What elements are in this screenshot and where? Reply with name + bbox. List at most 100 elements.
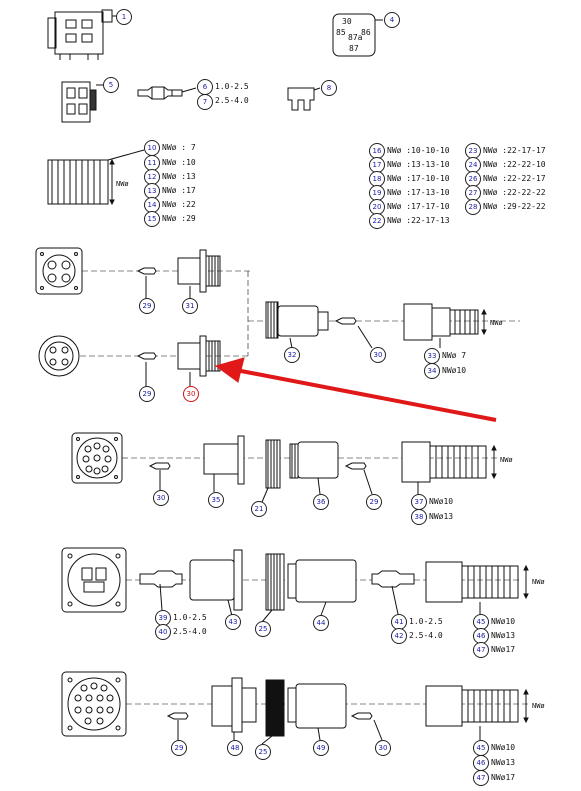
pin-87a: 87a — [348, 33, 363, 42]
callout-47: 47 — [473, 642, 489, 658]
nw-triple-28: NWø :29-22-22 — [483, 202, 546, 211]
callout-25: 25 — [255, 621, 271, 637]
callout-13: 13 — [144, 183, 160, 199]
callout-31: 31 — [182, 298, 198, 314]
callout-28: 28 — [465, 199, 481, 215]
pin-87: 87 — [349, 44, 359, 53]
callout-18: 18 — [369, 171, 385, 187]
callout-20: 20 — [369, 199, 385, 215]
callout-10: 10 — [144, 140, 160, 156]
callout-8: 8 — [321, 80, 337, 96]
callout-30-highlighted: 30 — [183, 386, 199, 402]
callout-47-sec6: 47 — [473, 770, 489, 786]
callout-25-sec6: 25 — [255, 744, 271, 760]
callout-29-sec4: 29 — [366, 494, 382, 510]
callout-48: 48 — [227, 740, 243, 756]
wire-range-a-label: 1.0-2.5 — [215, 82, 249, 91]
callout-1: 1 — [116, 9, 132, 25]
relay-pinout-part: 30 85 86 87a 87 — [332, 13, 383, 57]
callout-4: 4 — [384, 12, 400, 28]
callout-46-sec6: 46 — [473, 755, 489, 771]
callout-34: 34 — [424, 363, 440, 379]
highlight-arrow — [214, 357, 497, 422]
socket-5-part — [61, 81, 103, 123]
wire-range-b-sec5-right: 2.5-4.0 — [409, 631, 443, 640]
plug-45b-nw-label: NWø — [532, 702, 545, 710]
callout-32: 32 — [284, 347, 300, 363]
nw-c17-sec5-label: NWø17 — [491, 645, 516, 654]
callout-21: 21 — [251, 501, 267, 517]
nw-22-label: NWø :22 — [162, 200, 196, 209]
nw-c10-label: NWø10 — [442, 366, 467, 375]
pin-86: 86 — [361, 28, 371, 37]
nw-c10-sec5-label: NWø10 — [491, 617, 516, 626]
plug-37-nw-label: NWø — [500, 456, 513, 464]
callout-29-sec6: 29 — [171, 740, 187, 756]
nw-c7-label: NWø 7 — [442, 351, 467, 360]
callout-5: 5 — [103, 77, 119, 93]
four-pin-connector-section — [35, 247, 520, 386]
callout-41: 41 — [391, 614, 407, 630]
nw-triple-26: NWø :22-22-17 — [483, 174, 546, 183]
callout-43: 43 — [225, 614, 241, 630]
callout-29-lower: 29 — [139, 386, 155, 402]
callout-35: 35 — [208, 492, 224, 508]
callout-36: 36 — [313, 494, 329, 510]
callout-39: 39 — [155, 610, 171, 626]
nw-triple-22: NWø :22-17-13 — [387, 216, 450, 225]
nw-triple-17: NWø :13-13-10 — [387, 160, 450, 169]
corrugated-hose-part — [47, 149, 145, 206]
pin-30: 30 — [342, 17, 352, 26]
nw-triple-16: NWø :10-10-10 — [387, 146, 450, 155]
callout-30-sec4: 30 — [153, 490, 169, 506]
nw-7-label: NWø : 7 — [162, 143, 196, 152]
callout-15: 15 — [144, 211, 160, 227]
nw-10-label: NWø :10 — [162, 158, 196, 167]
callout-7: 7 — [197, 94, 213, 110]
plug-33-nw-label: NWø — [490, 319, 503, 327]
nw-17-label: NWø :17 — [162, 186, 196, 195]
nw-c10-sec6-label: NWø10 — [491, 743, 516, 752]
nw-triple-20: NWø :17-17-10 — [387, 202, 450, 211]
terminal-6-7-part — [137, 86, 197, 100]
callout-6: 6 — [197, 79, 213, 95]
wire-range-a-sec5-right: 1.0-2.5 — [409, 617, 443, 626]
callout-29: 29 — [139, 298, 155, 314]
nw-c10-sec4-label: NWø10 — [429, 497, 454, 506]
pin-85: 85 — [336, 28, 346, 37]
callout-22: 22 — [369, 213, 385, 229]
callout-33: 33 — [424, 348, 440, 364]
nw-triple-18: NWø :17-10-10 — [387, 174, 450, 183]
callout-17: 17 — [369, 157, 385, 173]
wire-range-b-label: 2.5-4.0 — [215, 96, 249, 105]
callout-42: 42 — [391, 628, 407, 644]
nw-c13-sec5-label: NWø13 — [491, 631, 516, 640]
nw-triple-27: NWø :22-22-22 — [483, 188, 546, 197]
wire-range-a-sec5: 1.0-2.5 — [173, 613, 207, 622]
callout-30-sec6: 30 — [375, 740, 391, 756]
callout-40: 40 — [155, 624, 171, 640]
hose-nw-label: NWø — [116, 180, 129, 188]
callout-27: 27 — [465, 185, 481, 201]
fuse-part — [287, 87, 321, 111]
callout-49: 49 — [313, 740, 329, 756]
two-pin-connector-section — [61, 547, 529, 623]
nw-c17-sec6-label: NWø17 — [491, 773, 516, 782]
thirteen-pin-connector-section — [61, 671, 530, 745]
nw-c13-sec4-label: NWø13 — [429, 512, 454, 521]
callout-38: 38 — [411, 509, 427, 525]
callout-45-sec6: 45 — [473, 740, 489, 756]
nw-triple-19: NWø :17-13-10 — [387, 188, 450, 197]
callout-37: 37 — [411, 494, 427, 510]
nw-29-label: NWø :29 — [162, 214, 196, 223]
nine-pin-connector-section — [71, 432, 500, 503]
nw-13-label: NWø :13 — [162, 172, 196, 181]
plug-45-nw-label: NWø — [532, 578, 545, 586]
wire-range-b-sec5: 2.5-4.0 — [173, 627, 207, 636]
callout-30: 30 — [370, 347, 386, 363]
relay-socket-part — [47, 9, 118, 60]
nw-triple-23: NWø :22-17-17 — [483, 146, 546, 155]
nw-triple-24: NWø :22-22-10 — [483, 160, 546, 169]
